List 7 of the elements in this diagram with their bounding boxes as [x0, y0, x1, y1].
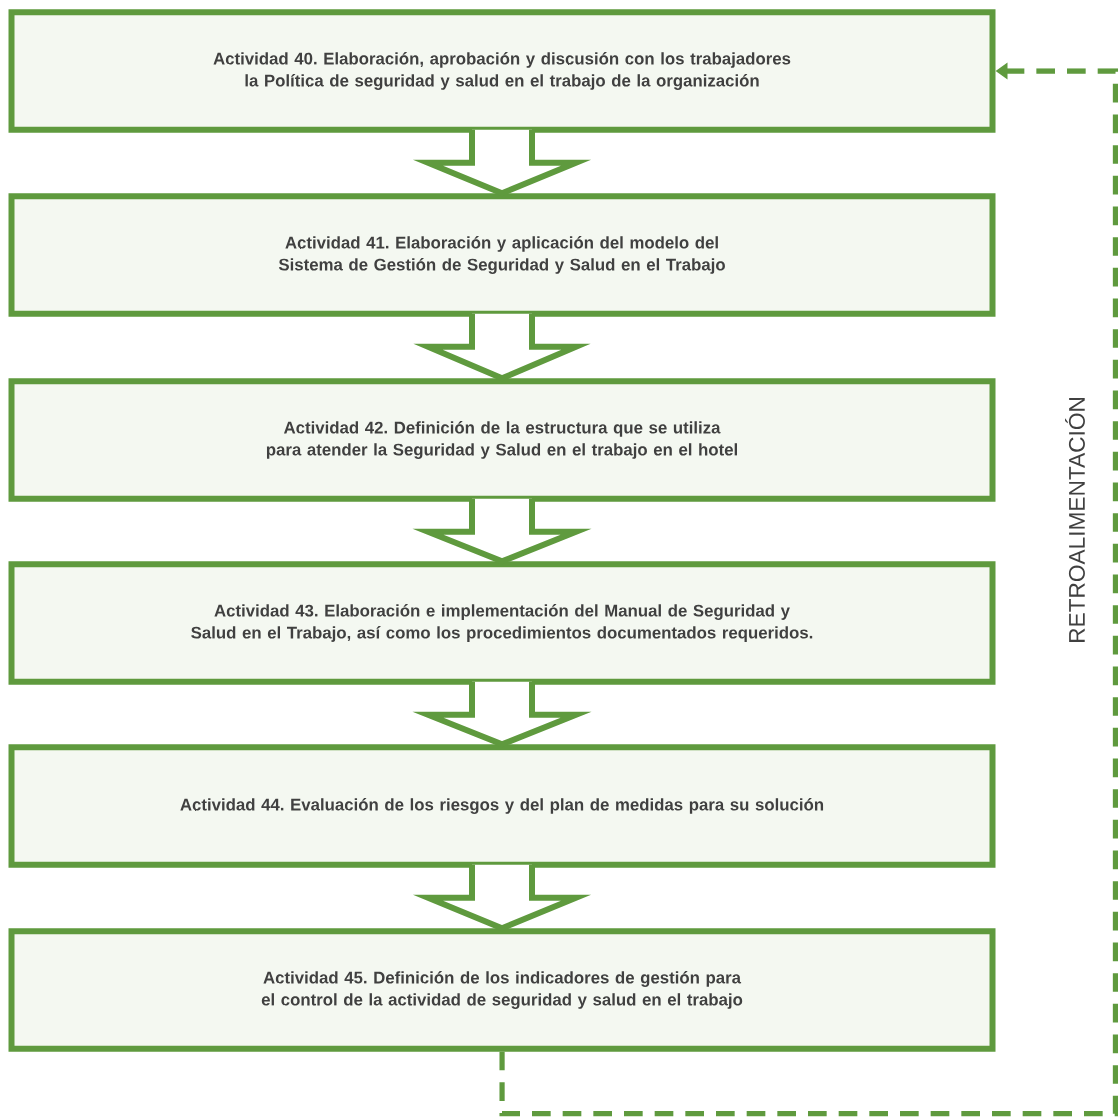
side-label: RETROALIMENTACIÓN: [1065, 398, 1085, 642]
process-box: Actividad 40. Elaboración, aprobación y discusión con los trabajadores la Política de seguridad y salud en el trabajo de la organización: [8, 9, 996, 133]
process-box: Actividad 43. Elaboración e implementación del Manual de Seguridad y Salud en el Trabajo, así como los procedimientos documentados requeridos.: [8, 561, 996, 685]
process-box: Actividad 41. Elaboración y aplicación del modelo del Sistema de Gestión de Seguridad y Salud en el Trabajo: [8, 193, 996, 317]
process-box: Actividad 44. Evaluación de los riesgos y del plan de medidas para su solución: [8, 744, 996, 868]
process-box: Actividad 42. Definición de la estructura que se utiliza para atender la Seguridad y Salud en el trabajo en el hotel: [8, 378, 996, 502]
process-box: Actividad 45. Definición de los indicadores de gestión para el control de la actividad de seguridad y salud en el trabajo: [8, 928, 996, 1052]
